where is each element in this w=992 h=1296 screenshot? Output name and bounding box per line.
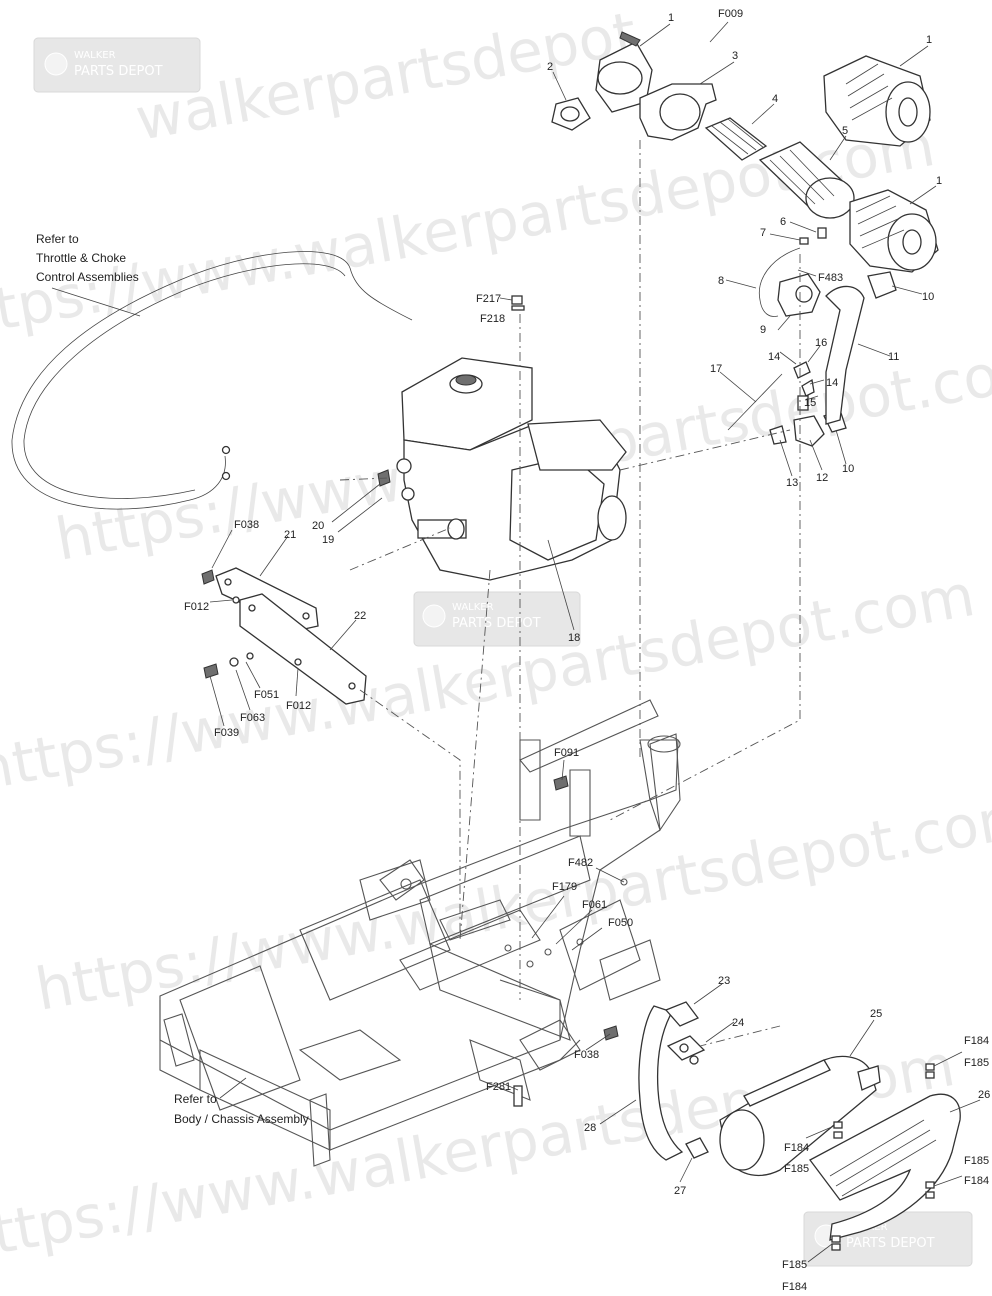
watermark-logo: WALKER PARTS DEPOT — [33, 37, 201, 93]
exhaust-gasket — [664, 1001, 706, 1061]
exhaust-clamp — [685, 1055, 709, 1159]
callout-F185: F185 — [964, 1155, 989, 1167]
fuel-fitting — [797, 227, 827, 411]
leader-lines — [51, 21, 981, 1263]
callout-F185: F185 — [784, 1163, 809, 1175]
callout-1: 1 — [926, 34, 932, 46]
callout-F185: F185 — [782, 1259, 807, 1271]
callout-13: 13 — [786, 477, 798, 489]
svg-text:Throttle & Choke: Throttle & Choke — [36, 251, 126, 265]
callout-F483: F483 — [818, 272, 843, 284]
callout-20: 20 — [312, 520, 324, 532]
callout-F063: F063 — [240, 712, 265, 724]
watermark-logo: WALKER PARTS DEPOT — [413, 591, 581, 647]
air-cleaner-assembly — [823, 55, 931, 147]
inner-filter-element — [704, 117, 768, 161]
callout-F061: F061 — [582, 899, 607, 911]
callout-F012: F012 — [286, 700, 311, 712]
callout-9: 9 — [760, 324, 766, 336]
callout-1: 1 — [668, 12, 674, 24]
callout-2: 2 — [547, 61, 553, 73]
fuel-pump — [777, 273, 821, 317]
callout-5: 5 — [842, 125, 848, 137]
callout-27: 27 — [674, 1185, 686, 1197]
callout-F091: F091 — [554, 747, 579, 759]
guard-screw — [831, 1063, 935, 1251]
throttle-cable — [11, 251, 413, 510]
fuel-hose — [727, 247, 801, 431]
callout-28: 28 — [584, 1122, 596, 1134]
callout-19: 19 — [322, 534, 334, 546]
svg-text:PARTS DEPOT: PARTS DEPOT — [74, 64, 163, 79]
callout-4: 4 — [772, 93, 778, 105]
air-intake-plug — [551, 97, 591, 131]
exhaust-pipe — [638, 1005, 684, 1161]
callout-F050: F050 — [608, 917, 633, 929]
svg-text:Refer to: Refer to — [36, 232, 79, 246]
svg-text:PARTS DEPOT: PARTS DEPOT — [846, 1236, 935, 1251]
callout-F012: F012 — [184, 601, 209, 613]
callout-F051: F051 — [254, 689, 279, 701]
callout-F038: F038 — [234, 519, 259, 531]
air-cleaner-bracket — [639, 83, 717, 141]
callout-F482: F482 — [568, 857, 593, 869]
callout-1: 1 — [936, 175, 942, 187]
callout-labels: 1 F009 3 2 1 4 5 1 6 7 8 F483 10 9 11 16… — [184, 8, 990, 1293]
callout-15: 15 — [804, 397, 816, 409]
callout-18: 18 — [568, 632, 580, 644]
callout-F179: F179 — [552, 881, 577, 893]
callout-F184: F184 — [964, 1175, 989, 1187]
callout-17: 17 — [710, 363, 722, 375]
callout-23: 23 — [718, 975, 730, 987]
callout-22: 22 — [354, 610, 366, 622]
chassis-reference-note: Refer to Body / Chassis Assembly — [174, 1092, 309, 1126]
callout-6: 6 — [780, 216, 786, 228]
callout-F038: F038 — [574, 1049, 599, 1061]
outer-filter-element — [758, 141, 855, 219]
callout-14: 14 — [826, 377, 838, 389]
engine — [396, 357, 627, 581]
throttle-reference-note: Refer to Throttle & Choke Control Assemb… — [36, 232, 139, 284]
callout-F184: F184 — [964, 1035, 989, 1047]
engine-mount-bracket — [239, 593, 367, 705]
callout-F281: F281 — [486, 1081, 511, 1093]
callout-F218: F218 — [480, 313, 505, 325]
svg-text:Control Assemblies: Control Assemblies — [36, 270, 139, 284]
assembly-lines — [339, 140, 801, 1047]
callout-3: 3 — [732, 50, 738, 62]
callout-F184: F184 — [782, 1281, 807, 1293]
svg-text:WALKER: WALKER — [74, 50, 116, 61]
svg-text:https://www.walkerpartsdepot.c: https://www.walkerpartsdepot.com — [31, 781, 992, 1024]
air-cleaner-cover — [595, 31, 653, 113]
callout-24: 24 — [732, 1017, 744, 1029]
callout-10: 10 — [842, 463, 854, 475]
mount-hardware — [201, 569, 302, 679]
callout-8: 8 — [718, 275, 724, 287]
hose-elbow — [793, 415, 825, 447]
svg-text:Refer to: Refer to — [174, 1092, 217, 1106]
svg-text:WALKER: WALKER — [452, 602, 494, 613]
callout-7: 7 — [760, 227, 766, 239]
svg-text:PARTS DEPOT: PARTS DEPOT — [452, 616, 541, 631]
callout-12: 12 — [816, 472, 828, 484]
callout-F039: F039 — [214, 727, 239, 739]
callout-F184: F184 — [784, 1142, 809, 1154]
callout-21: 21 — [284, 529, 296, 541]
muffler-guard — [809, 1093, 961, 1241]
callout-10: 10 — [922, 291, 934, 303]
callout-F009: F009 — [718, 8, 743, 20]
callout-25: 25 — [870, 1008, 882, 1020]
air-intake-hose — [825, 285, 865, 425]
svg-text:Body / Chassis Assembly: Body / Chassis Assembly — [174, 1112, 309, 1126]
callout-26: 26 — [978, 1089, 990, 1101]
callout-14: 14 — [768, 351, 780, 363]
muffler — [719, 1055, 881, 1177]
callout-11: 11 — [888, 351, 899, 363]
svg-text:walkerpartsdepot: walkerpartsdepot — [131, 0, 642, 154]
callout-16: 16 — [815, 337, 827, 349]
callout-F185: F185 — [964, 1057, 989, 1069]
air-cleaner-assembly — [849, 189, 939, 273]
callout-F217: F217 — [476, 293, 501, 305]
